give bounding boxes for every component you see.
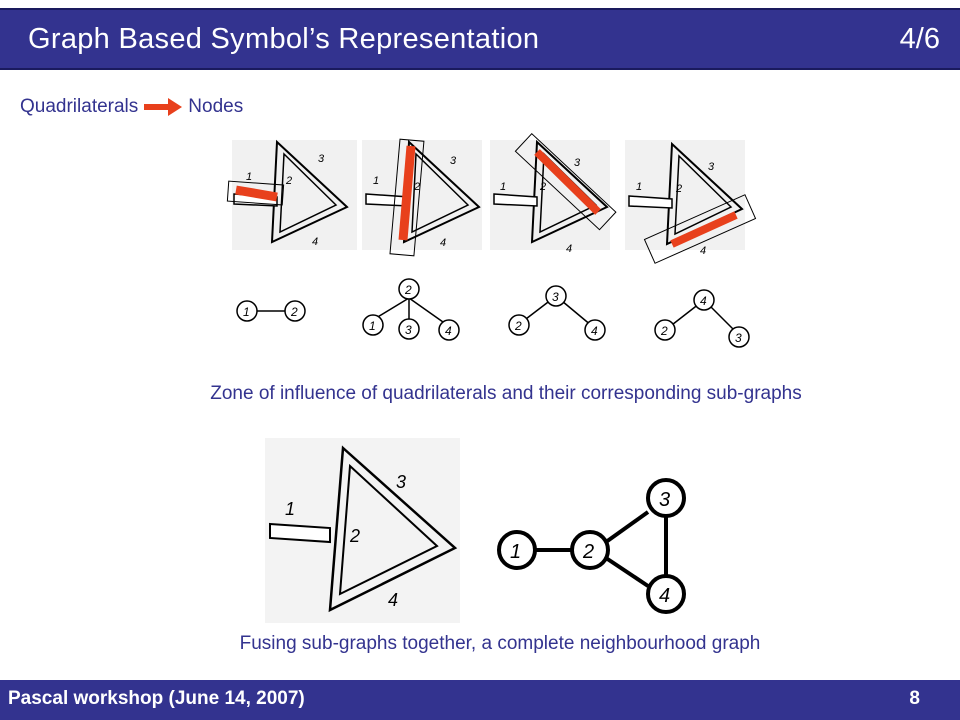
graph-node-2: 2 (582, 541, 594, 563)
p1-label-4: 4 (312, 236, 318, 248)
big-quad-label-1: 1 (285, 499, 295, 519)
legend-to-label: Nodes (188, 96, 244, 117)
caption-fusing: Fusing sub-graphs together, a complete n… (239, 633, 761, 654)
slide-title: Graph Based Symbol’s Representation (28, 23, 540, 55)
right-arrow-icon (144, 98, 183, 116)
graph-node-1: 1 (510, 541, 521, 563)
sg1-node-2: 2 (290, 305, 298, 319)
sg2-node-1: 1 (369, 319, 376, 333)
page-number: 8 (909, 688, 920, 709)
panel-2: 1 2 3 4 (362, 138, 482, 257)
p2-label-4: 4 (440, 237, 446, 249)
panel-4: 1 2 3 4 (625, 140, 757, 264)
panel-1: 1 2 3 4 (226, 140, 357, 250)
p3-label-4: 4 (566, 243, 572, 255)
big-triangle (269, 445, 458, 613)
p1-label-1: 1 (246, 171, 252, 183)
big-figure: 1 2 3 4 1 2 3 4 (265, 438, 686, 623)
subgraph-2 (362, 278, 460, 341)
p2-label-1: 1 (373, 175, 379, 187)
sg3-node-2: 2 (514, 319, 522, 333)
legend-from-label: Quadrilaterals (20, 96, 139, 117)
p4-label-1: 1 (636, 181, 642, 193)
footer-bar: Pascal workshop (June 14, 2007) 8 (0, 680, 960, 720)
subgraph-4 (654, 289, 750, 348)
sg3-node-3: 3 (552, 290, 559, 304)
sg3-node-4: 4 (591, 324, 598, 338)
sg2-node-4: 4 (445, 324, 452, 338)
subgraph-3 (508, 285, 606, 341)
footer-text: Pascal workshop (June 14, 2007) (8, 688, 305, 709)
graph-node-3: 3 (659, 489, 670, 511)
sg4-node-3: 3 (735, 331, 742, 345)
title-bar: Graph Based Symbol’s Representation 4/6 (0, 8, 960, 70)
subgraph-1 (236, 300, 306, 322)
big-quad-label-3: 3 (396, 472, 406, 492)
p2-label-3: 3 (450, 155, 457, 167)
sg2-node-3: 3 (405, 323, 412, 337)
p3-label-3: 3 (574, 157, 581, 169)
p2-label-2: 2 (413, 181, 420, 193)
sg2-node-2: 2 (404, 283, 412, 297)
sg1-node-1: 1 (243, 305, 250, 319)
panel-3: 1 2 3 4 (490, 132, 617, 255)
quadrilateral-panels: 1 2 3 4 1 2 3 4 1 2 3 4 1 2 3 4 (226, 132, 757, 348)
legend: Quadrilaterals Nodes (20, 96, 243, 118)
p1-label-2: 2 (285, 175, 292, 187)
p4-label-4: 4 (700, 245, 706, 257)
p4-label-2: 2 (675, 183, 682, 195)
neighbourhood-graph (497, 478, 686, 614)
slide-fraction: 4/6 (899, 23, 940, 55)
p3-label-2: 2 (539, 181, 546, 193)
p3-label-1: 1 (500, 181, 506, 193)
graph-node-4: 4 (659, 585, 670, 607)
caption-zone-of-influence: Zone of influence of quadrilaterals and … (210, 383, 802, 404)
sg4-node-4: 4 (700, 294, 707, 308)
big-quad-label-2: 2 (349, 526, 360, 546)
p4-label-3: 3 (708, 161, 715, 173)
sg4-node-2: 2 (660, 324, 668, 338)
p1-label-3: 3 (318, 153, 325, 165)
big-quad-label-4: 4 (388, 590, 398, 610)
